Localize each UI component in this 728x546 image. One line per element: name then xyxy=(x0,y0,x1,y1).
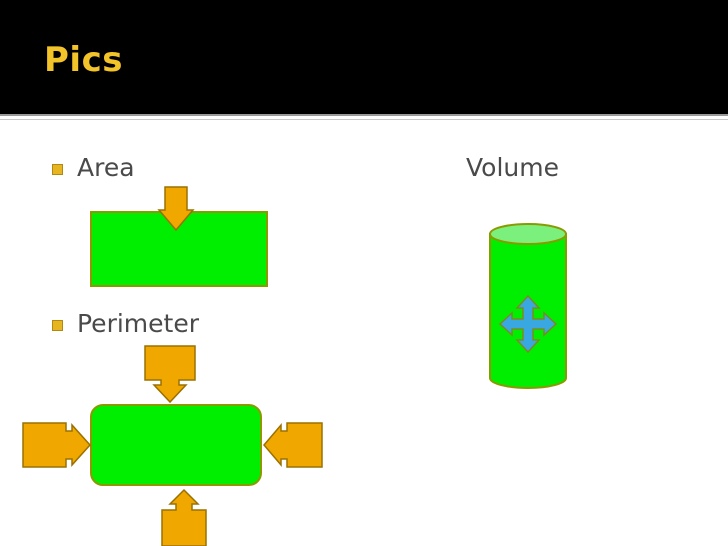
down-arrow-callout-icon xyxy=(144,345,196,404)
right-arrow-callout-icon xyxy=(22,422,92,468)
four-way-arrow-icon xyxy=(498,294,558,354)
up-arrow-callout-icon xyxy=(161,488,207,546)
volume-label: Volume xyxy=(466,153,559,182)
title-band xyxy=(0,0,728,114)
bullet-marker-area xyxy=(52,164,63,175)
title-divider xyxy=(0,114,728,116)
bullet-label-area: Area xyxy=(77,153,135,182)
title-divider-thin xyxy=(0,119,728,120)
left-arrow-callout-icon xyxy=(263,422,323,468)
perimeter-rounded-rectangle xyxy=(90,404,262,486)
slide-title: Pics xyxy=(44,40,123,80)
bullet-marker-perimeter xyxy=(52,320,63,331)
bullet-label-perimeter: Perimeter xyxy=(77,309,199,338)
volume-cylinder-top xyxy=(489,223,567,245)
down-arrow-callout-icon xyxy=(157,186,195,232)
